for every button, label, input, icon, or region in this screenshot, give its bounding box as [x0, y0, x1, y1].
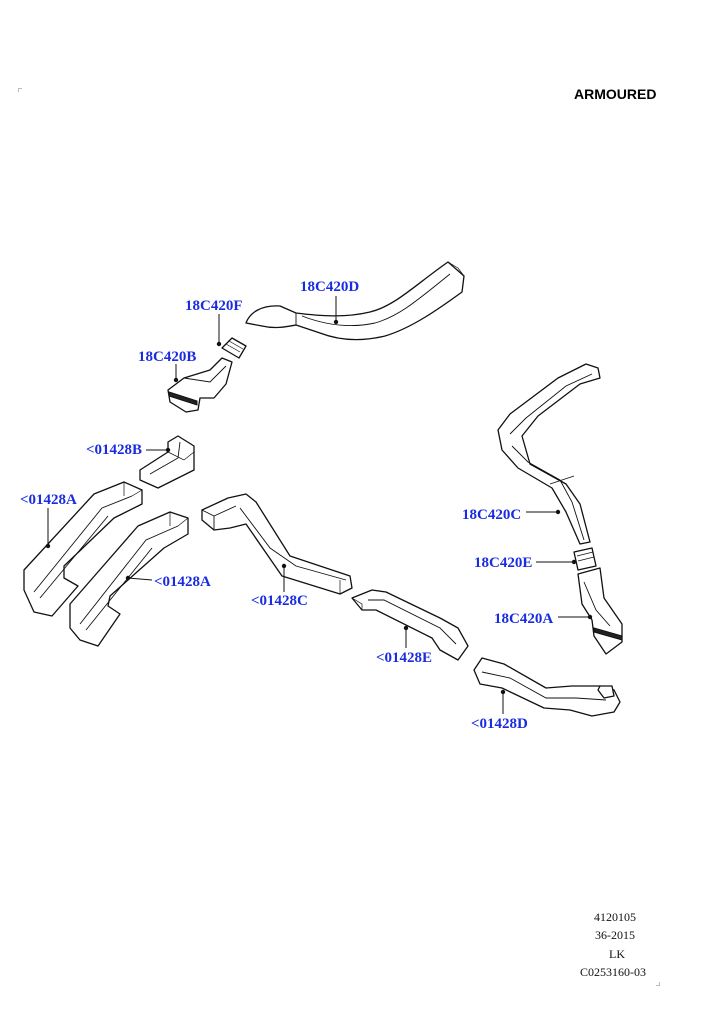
duct-18C420D — [245, 261, 465, 341]
callout-01428A-right: <01428A — [154, 574, 211, 590]
callout-18C420C: 18C420C — [462, 507, 522, 523]
elbow-01428B — [139, 435, 195, 489]
duct-01428A-left — [23, 481, 143, 617]
callout-01428E: <01428E — [376, 650, 433, 666]
reference-id: C0253160-03 — [580, 965, 646, 979]
connector-18C420F — [221, 337, 247, 359]
leader-18C420C — [526, 509, 561, 515]
leader-01428D — [500, 689, 506, 714]
leader-18C420B — [173, 364, 179, 383]
callout-18C420E: 18C420E — [474, 555, 533, 571]
connector-18C420E — [573, 547, 597, 571]
reference-initials: LK — [609, 947, 625, 961]
callout-18C420D: 18C420D — [300, 279, 360, 295]
callout-01428D: <01428D — [471, 716, 528, 732]
callout-01428B: <01428B — [86, 442, 143, 458]
leader-01428E — [403, 625, 409, 648]
leader-01428A-right — [125, 575, 153, 581]
leader-18C420F — [216, 314, 222, 347]
leader-18C420D — [333, 296, 339, 325]
reference-code: 4120105 — [594, 910, 636, 924]
leader-18C420A — [558, 614, 593, 620]
duct-01428C — [201, 493, 353, 595]
callout-01428A-left: <01428A — [20, 492, 77, 508]
outlet-18C420B — [167, 357, 233, 413]
diagram-title: ARMOURED — [574, 86, 657, 102]
corner-mark-top-left — [18, 88, 22, 92]
callout-18C420F: 18C420F — [185, 298, 243, 314]
corner-mark-bottom-right — [656, 982, 660, 986]
leader-01428A-left — [45, 508, 51, 549]
callout-01428C: <01428C — [251, 593, 308, 609]
leader-18C420E — [536, 559, 577, 565]
duct-18C420C — [497, 363, 601, 545]
callout-18C420A: 18C420A — [494, 611, 554, 627]
outlet-18C420A — [577, 567, 623, 655]
duct-01428D — [473, 657, 621, 717]
callout-18C420B: 18C420B — [138, 349, 197, 365]
leader-01428B — [146, 447, 171, 453]
reference-date: 36-2015 — [595, 928, 635, 942]
leader-01428C — [281, 563, 287, 592]
duct-01428E — [351, 589, 469, 661]
